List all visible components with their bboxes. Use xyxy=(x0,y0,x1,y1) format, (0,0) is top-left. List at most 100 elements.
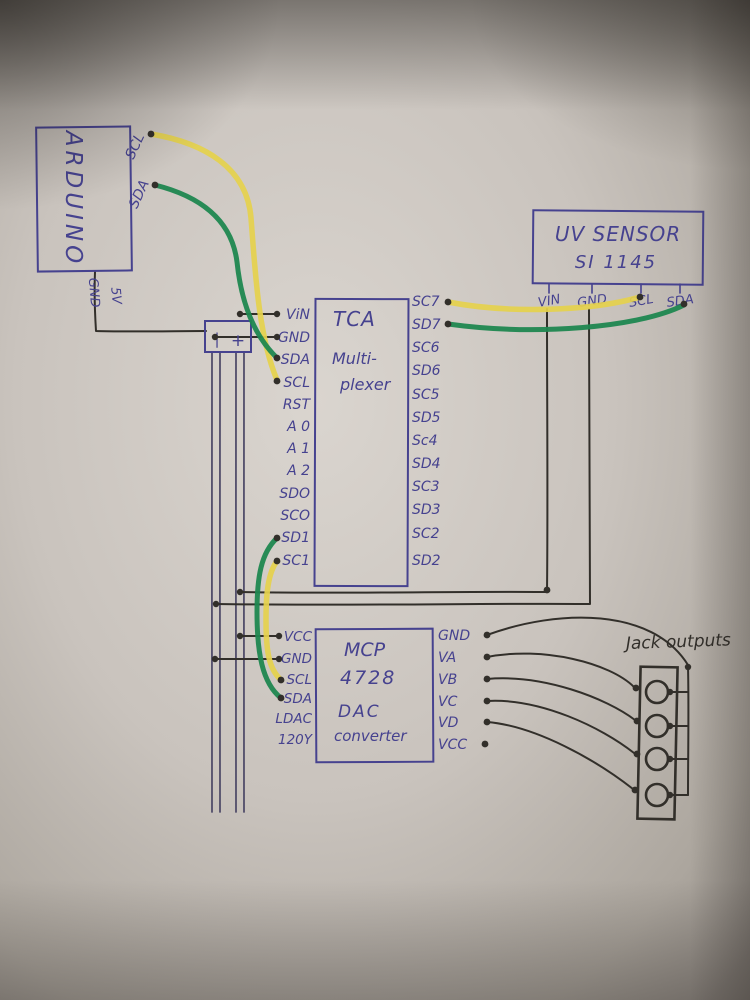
uv-sensor-subtitle: SI 1145 xyxy=(575,252,657,273)
junction-dot xyxy=(483,718,491,726)
junction-dot xyxy=(481,740,489,748)
wire-mcp-vc-to-jack3 xyxy=(486,699,635,754)
mcp-left-pin-ldac: LDAC xyxy=(275,711,312,727)
tca-right-pin-sc7: SC7 xyxy=(412,294,440,310)
junction-dot xyxy=(666,755,674,763)
junction-dot xyxy=(277,676,285,684)
junction-dot xyxy=(275,632,283,640)
mcp-right-pin-vd: VD xyxy=(438,715,459,731)
tca-right-pin-sd6: SD6 xyxy=(412,363,441,379)
mcp-title-line4: converter xyxy=(334,727,407,745)
junction-dot xyxy=(273,534,281,542)
power-rail-header-outline xyxy=(204,320,252,353)
mcp-right-pin-gnd: GND xyxy=(438,628,470,644)
tca-right-pin-sc2: SC2 xyxy=(412,526,440,542)
mcp-left-pin-sda: SDA xyxy=(284,691,312,707)
bottom-shadow xyxy=(0,880,750,1000)
mcp-dac-component: MCP 4728 DAC converter VCC GND SCL SDA L… xyxy=(275,627,470,764)
mcp-right-pin-vcc: VCC xyxy=(438,737,467,753)
mcp-left-pin-labels: VCC GND SCL SDA LDAC 120Y xyxy=(275,629,313,748)
uv-sda-pin-label: SDA xyxy=(666,292,695,311)
wire-mcp-gnd-to-jack-bus xyxy=(486,616,689,666)
junction-dot xyxy=(273,354,281,362)
junction-dot xyxy=(636,293,644,301)
uv-sensor-component: UV SENSOR SI 1145 VIN GND SCL SDA xyxy=(531,209,705,311)
wire-arduino-power-to-rails xyxy=(93,271,207,333)
tca-right-pin-sd7: SD7 xyxy=(412,317,441,333)
junction-dot xyxy=(273,310,281,318)
mcp-outline xyxy=(314,627,435,764)
tca-right-pin-sc5: SC5 xyxy=(412,387,440,403)
junction-dot xyxy=(483,697,491,705)
junction-dot xyxy=(633,717,641,725)
junction-dot xyxy=(273,377,281,385)
tca-left-pin-sda: SDA xyxy=(281,352,310,368)
jack-strip-outline xyxy=(636,665,679,821)
tca-left-pin-sco: SCO xyxy=(280,508,310,524)
wire-mcp-va-to-jack1 xyxy=(486,652,635,688)
junction-dot xyxy=(684,663,692,671)
junction-dot xyxy=(211,333,219,341)
junction-dot xyxy=(273,557,281,565)
rail-positive-line-2 xyxy=(242,351,246,813)
mcp-left-pin-scl: SCL xyxy=(286,672,312,688)
tca-right-pin-sc6: SC6 xyxy=(412,340,440,356)
yellow-wire-tca-sc1-to-mcp-scl xyxy=(263,558,284,683)
tca-left-pin-sc1: SC1 xyxy=(282,553,310,569)
junction-dot xyxy=(483,631,491,639)
mcp-left-pin-busy: 120Y xyxy=(278,732,314,748)
tca-left-pin-sd1: SD1 xyxy=(281,530,310,546)
mcp-title-line1: MCP xyxy=(344,639,386,661)
junction-dot xyxy=(273,333,281,341)
junction-dot xyxy=(666,791,674,799)
tca-subtitle-line2: plexer xyxy=(339,375,392,394)
junction-dot xyxy=(236,632,244,640)
junction-dot xyxy=(680,300,688,308)
junction-dot xyxy=(631,786,639,794)
rail-positive-line-1 xyxy=(234,351,238,813)
tca-left-pin-a0: A 0 xyxy=(286,419,310,435)
junction-dot xyxy=(236,588,244,596)
uv-vin-pin-label: VIN xyxy=(537,292,562,311)
wire-mcp-vd-to-jack4 xyxy=(486,721,634,790)
tca-right-pin-sc3: SC3 xyxy=(412,479,440,495)
junction-dot xyxy=(277,694,285,702)
junction-dot xyxy=(543,586,551,594)
junction-dot xyxy=(666,688,674,696)
junction-dot xyxy=(483,653,491,661)
tca-left-pin-a2: A 2 xyxy=(286,463,310,479)
junction-dot xyxy=(275,655,283,663)
tca-right-pin-sc4: Sc4 xyxy=(412,433,438,449)
junction-dot xyxy=(483,675,491,683)
mcp-title-line2: 4728 xyxy=(340,667,396,689)
tca-left-pin-a1: A 1 xyxy=(286,441,310,457)
tca-right-pin-sd4: SD4 xyxy=(412,456,441,472)
arduino-gnd-pin-label: GND xyxy=(85,277,103,308)
right-edge-shadow xyxy=(690,0,750,1000)
junction-dot xyxy=(666,722,674,730)
tca-left-pin-scl: SCL xyxy=(284,375,310,391)
uv-sensor-title: UV SENSOR xyxy=(555,222,681,246)
tca-left-pin-gnd: GND xyxy=(278,330,310,346)
tca-outline xyxy=(313,297,410,588)
mcp-right-pin-va: VA xyxy=(438,650,456,666)
mcp-right-pin-vc: VC xyxy=(438,694,458,710)
tca-right-pin-labels: SC7 SD7 SC6 SD6 SC5 SD5 Sc4 SD4 SC3 SD3 … xyxy=(412,294,441,569)
rail-negative-line-2 xyxy=(218,351,222,813)
yellow-wire-tca-sc7-to-uv-scl xyxy=(445,294,643,313)
wire-rail-to-uv-gnd xyxy=(215,308,591,606)
mcp-title-line3: DAC xyxy=(338,702,381,722)
green-wire-tca-sd1-to-mcp-sda xyxy=(254,535,284,701)
junction-dot xyxy=(632,684,640,692)
green-wire-tca-sd7-to-uv-sda xyxy=(445,302,687,333)
rail-negative-line-1 xyxy=(210,351,214,813)
arduino-5v-pin-label: 5V xyxy=(107,286,124,306)
mcp-right-pin-vb: VB xyxy=(438,672,457,688)
top-left-corner-shadow xyxy=(0,0,280,210)
rail-positive-label: + xyxy=(231,331,245,351)
tca-left-pin-sdo: SDO xyxy=(279,486,310,502)
tca-right-pin-sd2: SD2 xyxy=(412,553,441,569)
